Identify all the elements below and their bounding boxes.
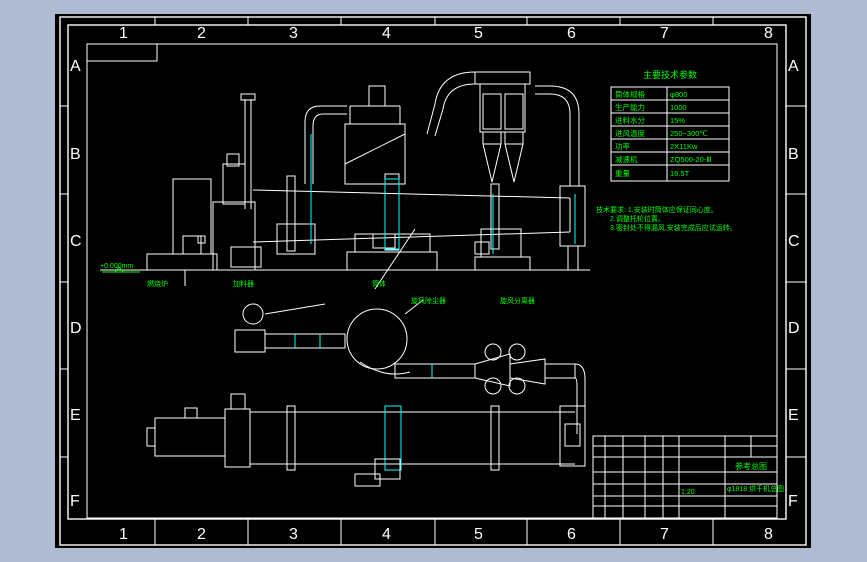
callout-cyclone-b: 旋风分离器 bbox=[500, 296, 535, 305]
col-label-bottom: 3 bbox=[289, 526, 298, 543]
col-label-top: 8 bbox=[764, 25, 773, 42]
col-label-top: 4 bbox=[382, 25, 391, 42]
column-ticks bbox=[60, 17, 806, 545]
drawing-scale: 1:20 bbox=[681, 489, 695, 496]
col-label-bottom: 2 bbox=[197, 526, 206, 543]
spec-table-title: 主要技术参数 bbox=[643, 69, 697, 80]
col-label-top: 1 bbox=[119, 25, 128, 42]
outer-frame bbox=[59, 16, 807, 546]
col-label-bottom: 6 bbox=[567, 526, 576, 543]
row-label-left: B bbox=[70, 146, 81, 163]
col-label-bottom: 7 bbox=[660, 526, 669, 543]
drawing-name: φ1818 烘干机总图 bbox=[727, 484, 784, 493]
drawing-viewport[interactable]: 1 2 3 4 5 6 7 8 1 2 3 4 5 6 7 8 A B C D … bbox=[55, 14, 811, 548]
drawing-title: 参考总图 bbox=[735, 461, 767, 471]
plan-view bbox=[234, 299, 586, 434]
technical-notes: 技术要求: 1.安装时筒体应保证同心度。 2.调整托轮位置。 3.密封处不得漏风… bbox=[596, 205, 737, 232]
row-label-right: D bbox=[788, 320, 800, 337]
spec-param: 筒体规格 bbox=[615, 89, 645, 99]
spec-value: φ800 bbox=[670, 90, 687, 99]
note-line: 2.调整托轮位置。 bbox=[610, 214, 665, 223]
col-label-bottom: 1 bbox=[119, 526, 128, 543]
grid-labels: 1 2 3 4 5 6 7 8 1 2 3 4 5 6 7 8 A B C D … bbox=[70, 25, 800, 543]
col-label-bottom: 8 bbox=[764, 526, 773, 543]
note-line: 3.密封处不得漏风,安装完成后应试运转。 bbox=[610, 223, 737, 232]
spec-value: ZQ500-20-Ⅲ bbox=[670, 155, 711, 164]
callout-drum: 筒体 bbox=[372, 279, 386, 288]
row-label-left: C bbox=[70, 233, 82, 250]
spec-param: 进风温度 bbox=[615, 128, 645, 138]
col-label-top: 7 bbox=[660, 25, 669, 42]
spec-param: 功率 bbox=[615, 141, 630, 151]
col-label-bottom: 4 bbox=[382, 526, 391, 543]
spec-param: 生产能力 bbox=[615, 102, 645, 112]
cad-drawing: 1 2 3 4 5 6 7 8 1 2 3 4 5 6 7 8 A B C D … bbox=[59, 16, 807, 546]
callout-furnace: 燃烧炉 bbox=[147, 279, 168, 288]
spec-value: 2X11Kw bbox=[670, 142, 698, 151]
level-mark: +0.000mm bbox=[100, 263, 133, 270]
note-line: 技术要求: 1.安装时筒体应保证同心度。 bbox=[596, 205, 718, 214]
title-block bbox=[592, 435, 778, 519]
spec-value: 15% bbox=[670, 116, 685, 125]
spec-table-rows: 筒体规格 φ800 生产能力 1000 进料水分 15% 进风温度 250~30… bbox=[615, 89, 711, 178]
spec-param: 进料水分 bbox=[615, 115, 645, 125]
callout-feeder: 加料器 bbox=[233, 279, 254, 288]
spec-value: 1000 bbox=[670, 103, 687, 112]
col-label-top: 3 bbox=[289, 25, 298, 42]
spec-value: 250~300℃ bbox=[670, 129, 708, 138]
col-label-top: 6 bbox=[567, 25, 576, 42]
spec-table bbox=[610, 86, 730, 182]
col-label-bottom: 5 bbox=[474, 526, 483, 543]
spec-param: 重量 bbox=[615, 169, 630, 178]
drawing-border bbox=[86, 43, 778, 519]
row-label-left: D bbox=[70, 320, 82, 337]
row-label-left: E bbox=[70, 407, 81, 424]
spec-param: 减速机 bbox=[615, 154, 638, 164]
callout-cyclone-a: 旋风除尘器 bbox=[411, 296, 446, 305]
row-label-left: F bbox=[70, 493, 80, 510]
elevation-view bbox=[100, 71, 590, 290]
row-label-left: A bbox=[70, 58, 81, 75]
drum-plan-view bbox=[146, 393, 586, 487]
row-label-right: F bbox=[788, 493, 798, 510]
row-label-right: B bbox=[788, 146, 799, 163]
row-label-right: C bbox=[788, 233, 800, 250]
inner-frame bbox=[67, 24, 787, 520]
col-label-top: 2 bbox=[197, 25, 206, 42]
col-label-top: 5 bbox=[474, 25, 483, 42]
spec-value: 16.5T bbox=[670, 169, 690, 178]
corner-box bbox=[86, 43, 158, 62]
row-label-right: E bbox=[788, 407, 799, 424]
row-label-right: A bbox=[788, 58, 799, 75]
